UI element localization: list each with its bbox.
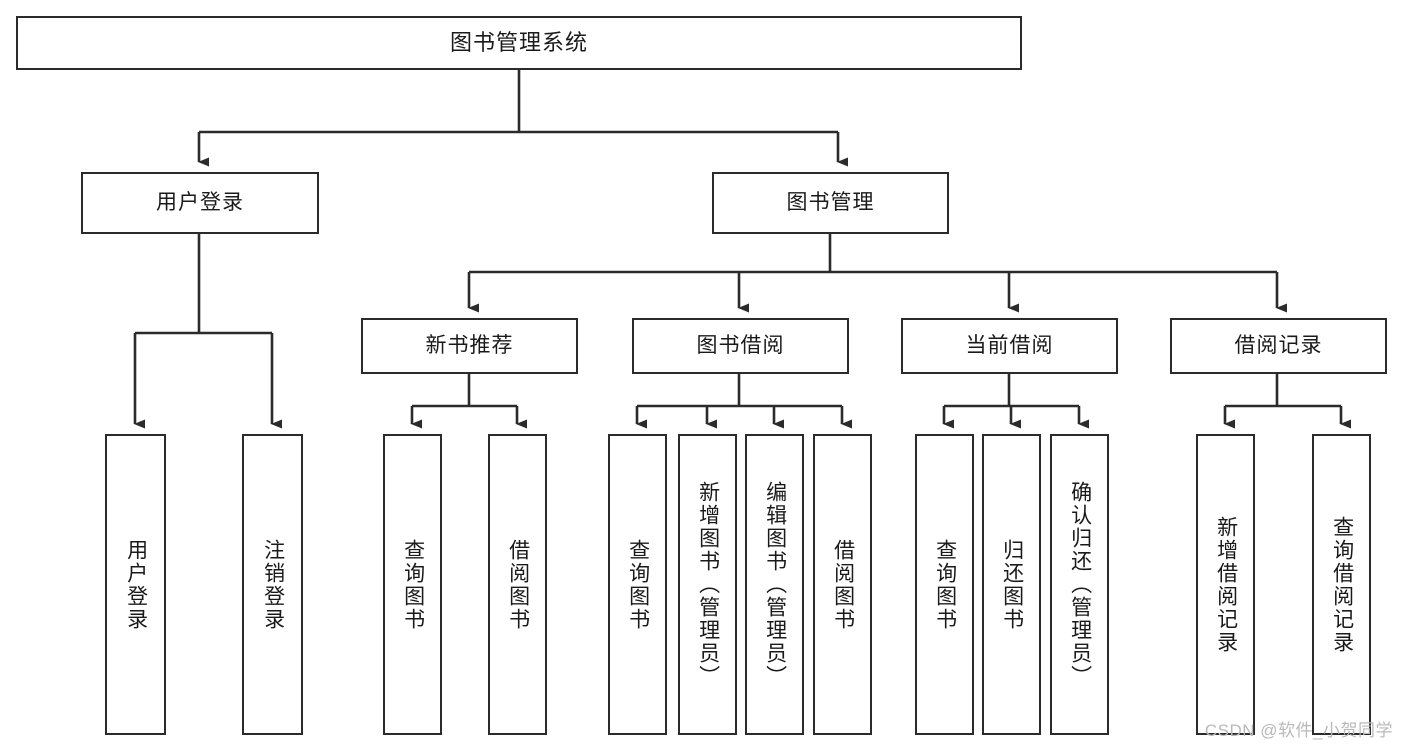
node-label: 确认归还（管理员） <box>1068 481 1092 688</box>
watermark-text: CSDN @软件_小贺同学 <box>1204 721 1393 740</box>
node-book-borrow[interactable]: 图书借阅 <box>632 318 849 374</box>
node-label: 新书推荐 <box>425 334 514 358</box>
node-new-book-recommend[interactable]: 新书推荐 <box>361 318 578 374</box>
node-current-borrow[interactable]: 当前借阅 <box>901 318 1118 374</box>
node-label: 当前借阅 <box>965 334 1054 358</box>
node-borrow-record[interactable]: 借阅记录 <box>1170 318 1387 374</box>
leaf-new-book-query[interactable]: 查询图书 <box>383 434 442 735</box>
leaf-book-borrow-borrow[interactable]: 借阅图书 <box>813 434 872 735</box>
node-label: 借阅图书 <box>506 538 530 631</box>
node-label: 编辑图书（管理员） <box>763 481 787 688</box>
leaf-user-login-logout[interactable]: 注销登录 <box>242 434 303 735</box>
node-label: 注销登录 <box>261 538 285 631</box>
leaf-current-borrow-return[interactable]: 归还图书 <box>982 434 1041 735</box>
node-book-management[interactable]: 图书管理 <box>712 172 949 234</box>
node-label: 查询图书 <box>933 538 957 631</box>
leaf-borrow-record-query[interactable]: 查询借阅记录 <box>1312 434 1371 735</box>
node-label: 用户登录 <box>124 538 148 631</box>
node-label: 归还图书 <box>1000 538 1024 631</box>
node-root-library-system[interactable]: 图书管理系统 <box>16 16 1022 70</box>
node-label: 借阅记录 <box>1234 334 1323 358</box>
leaf-current-borrow-confirm-admin[interactable]: 确认归还（管理员） <box>1050 434 1109 735</box>
node-label: 查询图书 <box>401 538 425 631</box>
leaf-user-login-signin[interactable]: 用户登录 <box>105 434 166 735</box>
leaf-book-borrow-edit-admin[interactable]: 编辑图书（管理员） <box>745 434 804 735</box>
node-label: 查询图书 <box>626 538 650 631</box>
node-label: 新增借阅记录 <box>1214 515 1238 654</box>
node-user-login[interactable]: 用户登录 <box>81 172 319 234</box>
leaf-book-borrow-query[interactable]: 查询图书 <box>608 434 667 735</box>
node-label: 图书管理系统 <box>449 29 588 55</box>
node-label: 新增图书（管理员） <box>696 481 720 688</box>
node-label: 图书管理 <box>786 191 875 215</box>
leaf-current-borrow-query[interactable]: 查询图书 <box>915 434 974 735</box>
leaf-new-book-borrow[interactable]: 借阅图书 <box>488 434 547 735</box>
leaf-book-borrow-add-admin[interactable]: 新增图书（管理员） <box>678 434 737 735</box>
node-label: 借阅图书 <box>831 538 855 631</box>
node-label: 用户登录 <box>156 191 244 215</box>
node-label: 图书借阅 <box>696 334 785 358</box>
leaf-borrow-record-add[interactable]: 新增借阅记录 <box>1196 434 1255 735</box>
node-label: 查询借阅记录 <box>1330 515 1354 654</box>
